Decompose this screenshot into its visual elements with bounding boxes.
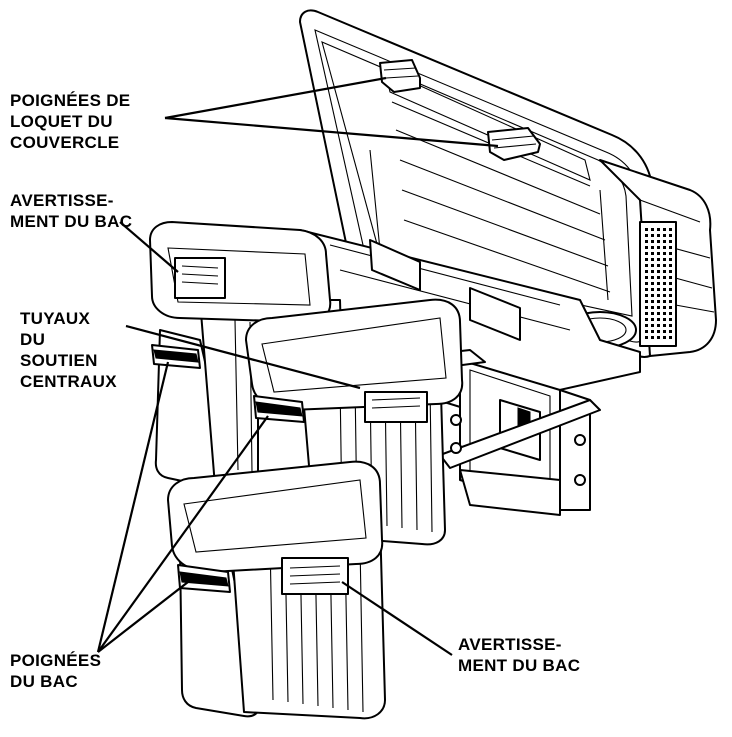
bin-warning-decal-top — [174, 257, 226, 299]
leader-lines — [96, 76, 499, 656]
label-line: AVERTISSE- — [10, 191, 114, 210]
label-lid-latch-handles: POIGNÉES DE LOQUET DU COUVERCLE — [10, 90, 130, 153]
support-frame — [379, 349, 601, 516]
label-line: CENTRAUX — [20, 372, 117, 391]
label-bin-handles: POIGNÉES DU BAC — [10, 650, 101, 692]
label-bin-warning-top: AVERTISSE- MENT DU BAC — [10, 190, 132, 232]
label-line: TUYAUX — [20, 309, 91, 328]
label-line: SOUTIEN — [20, 351, 98, 370]
label-line: MENT DU BAC — [10, 212, 133, 231]
label-line: DU BAC — [10, 672, 78, 691]
lid-latch-handle-lower — [487, 127, 541, 161]
label-line: LOQUET DU — [10, 112, 113, 131]
bin-front — [167, 460, 386, 720]
label-line: MENT DU BAC — [458, 656, 581, 675]
label-line: DU — [20, 330, 46, 349]
label-line: AVERTISSE- — [458, 635, 562, 654]
bin-warning-decal-middle — [364, 391, 428, 423]
label-line: POIGNÉES DE — [10, 91, 131, 110]
label-line: POIGNÉES — [10, 651, 102, 670]
bin-warning-decal-front — [281, 557, 349, 595]
label-bin-warning-bottom: AVERTISSE- MENT DU BAC — [458, 634, 580, 676]
support-tube-right — [439, 399, 601, 469]
label-center-support-tubes: TUYAUX DU SOUTIEN CENTRAUX — [20, 308, 117, 392]
label-line: COUVERCLE — [10, 133, 120, 152]
